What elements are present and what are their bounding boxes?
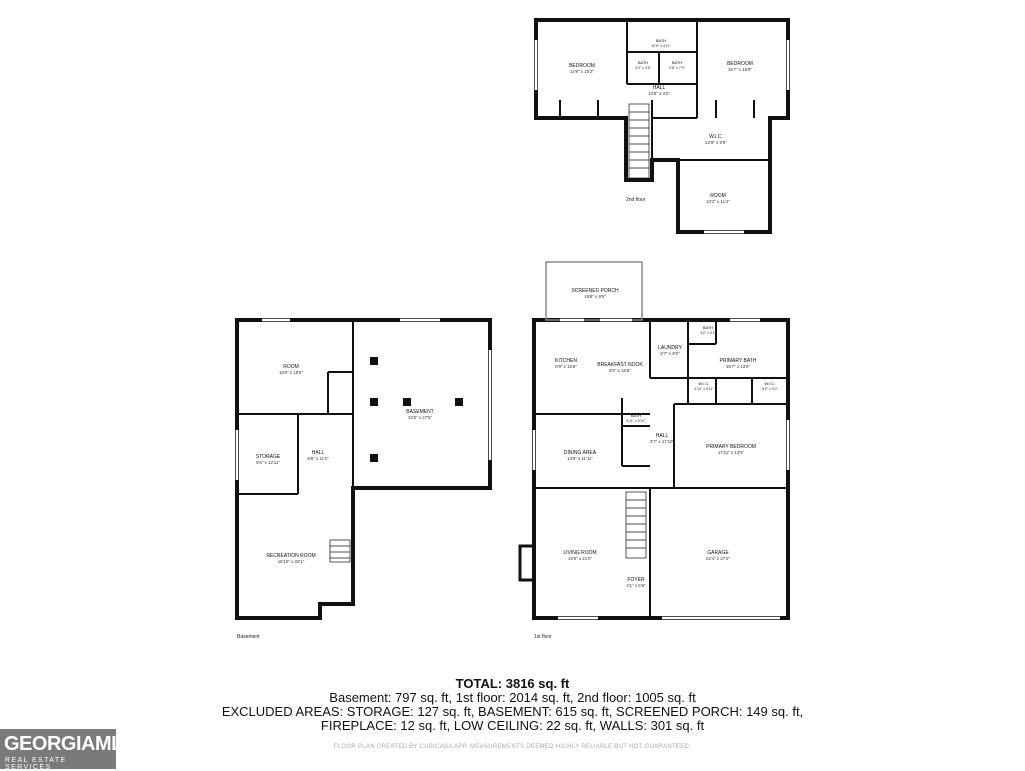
room-breakfast-dim: 9'0" x 15'6" (609, 368, 631, 373)
basement-windows (235, 318, 492, 480)
room-bath-primary-small-name: BATH (703, 325, 713, 330)
room-bath-1st-name: BATH (631, 413, 641, 418)
room-recreation-name: RECREATION ROOM (266, 553, 315, 559)
room-hall-basement-dim: 8'8" x 11'2" (307, 456, 329, 461)
room-primary-bath-name: PRIMARY BATH (720, 358, 757, 364)
room-wic-b-name: W.I.C. (765, 381, 776, 386)
room-hall-1st-name: HALL (656, 433, 669, 439)
room-screened-porch-name: SCREENED PORCH (571, 288, 619, 294)
room-storage-dim: 9'6" x 12'11" (256, 460, 280, 465)
room-basement-name: BASEMENT (406, 409, 434, 415)
room-wic-2nd-dim: 22'6" x 9'8" (705, 140, 727, 145)
room-wic-2nd-name: W.I.C. (709, 134, 723, 140)
room-bedroom-right-dim: 15'7" x 15'8" (728, 67, 753, 72)
room-dining-name: DINING AREA (564, 450, 597, 456)
room-basement-room-dim: 18'6" x 15'5" (279, 370, 304, 375)
room-primary-bath-dim: 15'7" x 13'8" (726, 364, 751, 369)
room-wic-a-name: W.I.C. (699, 381, 710, 386)
excluded-areas-line: EXCLUDED AREAS: STORAGE: 127 sq. ft, BAS… (221, 704, 804, 719)
room-bath-primary-small-dim: 4'2" x 3'1" (700, 331, 716, 335)
room-bedroom-left-name: BEDROOM (569, 63, 595, 69)
room-foyer-dim: 4'1" x 6'8" (626, 583, 646, 588)
total-area: TOTAL: 3816 sq. ft (455, 676, 570, 691)
room-hall-2nd-name: HALL (653, 85, 666, 91)
room-bath-a-dim: 5'3" x 3'8" (635, 66, 651, 70)
logo-main-text: GEORGIAMLS (4, 733, 136, 755)
basement-columns (370, 357, 463, 462)
room-kitchen-dim: 9'9" x 15'6" (555, 364, 577, 369)
room-screened-porch-dim: 15'9" x 9'5" (584, 294, 606, 299)
room-bath-1st-dim: 5'11" x 5'10" (626, 419, 646, 423)
room-bath-a-name: BATH (638, 60, 648, 65)
room-dining-dim: 14'9" x 11'11" (567, 456, 593, 461)
floor-label-first: 1st floor (534, 634, 552, 640)
first-floor-plan (518, 261, 790, 620)
room-garage-dim: 22'4" x 27'2" (706, 556, 731, 561)
room-bedroom-left-dim: 14'9" x 16'2" (570, 69, 595, 74)
floor-areas-line: Basement: 797 sq. ft, 1st floor: 2014 sq… (329, 690, 696, 705)
room-wic-a-dim: 4'10" x 5'11" (694, 387, 714, 391)
second-floor-windows (534, 40, 790, 234)
room-bedroom-right-name: BEDROOM (727, 61, 753, 67)
basement-plan (235, 318, 492, 620)
room-bath-top-dim: 10'6" x 4'11" (651, 44, 671, 48)
room-storage-name: STORAGE (256, 454, 281, 460)
room-garage-name: GARAGE (707, 550, 729, 556)
room-recreation-dim: 18'10" x 20'1" (278, 559, 305, 564)
room-hall-2nd-dim: 10'8" x 4'2" (648, 91, 670, 96)
room-hall-1st-dim: 3'7" x 17'10" (650, 439, 675, 444)
room-laundry-name: LAUNDRY (658, 345, 682, 351)
floor-label-basement: Basement (237, 634, 260, 640)
room-living-dim: 14'9" x 21'0" (568, 556, 593, 561)
room-hall-basement-name: HALL (312, 450, 325, 456)
room-bath-top-name: BATH (656, 38, 666, 43)
room-foyer-name: FOYER (627, 577, 645, 583)
georgia-mls-logo: GEORGIAMLS REAL ESTATE SERVICES (0, 729, 136, 771)
room-laundry-dim: 6'7" x 9'0" (660, 351, 680, 356)
room-bath-b-dim: 5'8" x 7'9" (669, 66, 685, 70)
excluded-areas-line-2: FIREPLACE: 12 sq. ft, LOW CEILING: 22 sq… (320, 718, 705, 733)
room-wic-b-dim: 5'0" x 4'0" (762, 387, 778, 391)
room-2nd-name: ROOM (710, 193, 726, 199)
room-2nd-dim: 13'2" x 11'4" (706, 199, 730, 204)
room-bath-b-name: BATH (672, 60, 682, 65)
floor-label-second: 2nd floor (626, 197, 646, 203)
second-floor-plan (534, 18, 790, 234)
logo-sub-text: REAL ESTATE SERVICES (5, 757, 67, 771)
room-primary-bedroom-dim: 17'11" x 13'5" (718, 450, 745, 455)
room-labels: BEDROOM 14'9" x 16'2" BATH 10'6" x 4'11"… (256, 38, 779, 588)
room-breakfast-name: BREAKFAST NOOK (597, 362, 643, 368)
room-kitchen-name: KITCHEN (555, 358, 577, 364)
room-basement-room-name: ROOM (283, 364, 299, 370)
first-floor-windows (532, 318, 790, 620)
room-living-name: LIVING ROOM (563, 550, 596, 556)
room-basement-dim: 22'6" x 27'5" (408, 415, 433, 420)
disclaimer: FLOOR PLAN CREATED BY CUBICASA APP. MEAS… (333, 744, 692, 750)
room-primary-bedroom-name: PRIMARY BEDROOM (706, 444, 756, 450)
